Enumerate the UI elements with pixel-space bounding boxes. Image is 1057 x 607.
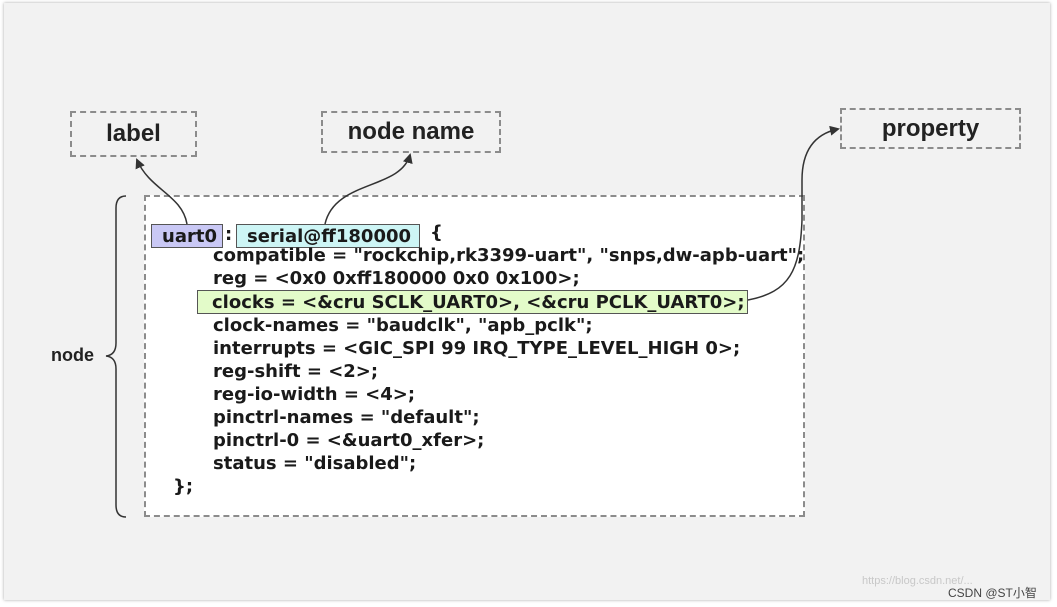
property-tag-text: property [881, 114, 980, 142]
node-frame [144, 195, 805, 517]
node-name-tag-box: node name [321, 111, 501, 153]
colon-token: : [225, 224, 233, 245]
label-token: uart0 [162, 225, 217, 247]
label-arrow [135, 158, 188, 225]
code-line: reg-shift = <2>; [213, 361, 379, 382]
property-tag-box: property [840, 108, 1021, 149]
code-line: interrupts = <GIC_SPI 99 IRQ_TYPE_LEVEL_… [213, 338, 741, 359]
node-side-label: node [51, 345, 94, 365]
label-tag-text: label [106, 120, 161, 147]
code-line: reg = <0x0 0xff180000 0x0 0x100>; [213, 268, 580, 289]
open-brace: { [430, 222, 443, 243]
code-line: compatible = "rockchip,rk3399-uart", "sn… [213, 245, 805, 266]
node-name-highlight: serial@ff180000 [236, 224, 420, 248]
csdn-credit: CSDN @ST小智 [948, 586, 1037, 600]
code-line: status = "disabled"; [213, 453, 417, 474]
node-name-token: serial@ff180000 [247, 225, 412, 247]
property-highlight [197, 290, 748, 314]
property-arrow [747, 125, 840, 301]
code-line: clock-names = "baudclk", "apb_pclk"; [213, 315, 593, 336]
label-token-highlight: uart0 [151, 224, 223, 248]
code-line-clocks: clocks = <&cru SCLK_UART0>, <&cru PCLK_U… [212, 292, 745, 313]
code-line: pinctrl-0 = <&uart0_xfer>; [213, 430, 485, 451]
label-tag-box: label [70, 111, 197, 157]
closing-brace: }; [173, 476, 194, 497]
watermark: https://blog.csdn.net/... [862, 575, 973, 587]
code-line: pinctrl-names = "default"; [213, 407, 480, 428]
code-line: reg-io-width = <4>; [213, 384, 416, 405]
node-brace [105, 195, 127, 518]
node-name-arrow [324, 153, 413, 225]
node-name-tag-text: node name [347, 118, 475, 145]
